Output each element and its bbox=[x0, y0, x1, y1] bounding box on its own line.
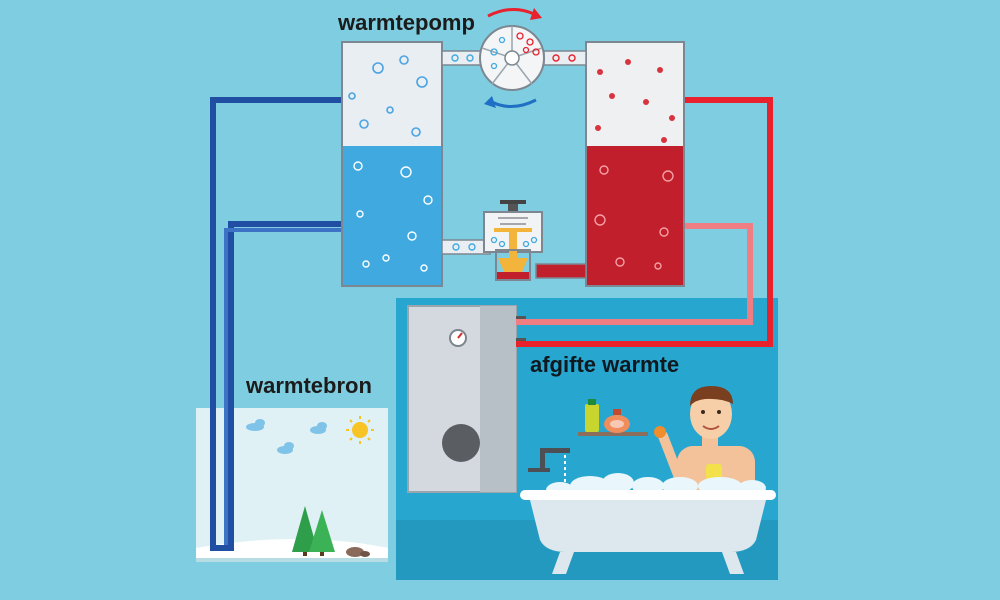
compressor-icon bbox=[479, 25, 545, 91]
evaporator-tank bbox=[341, 41, 443, 287]
rotation-arrow-icon bbox=[484, 96, 537, 108]
rock-icon bbox=[346, 547, 370, 557]
water-boiler bbox=[407, 305, 526, 493]
sun-icon bbox=[346, 416, 374, 444]
soap-icon bbox=[604, 409, 630, 433]
heat-output-bathroom bbox=[396, 298, 778, 580]
tree-icon bbox=[292, 506, 318, 556]
faucet-icon bbox=[528, 448, 570, 484]
heat-output-label: afgifte warmte bbox=[530, 352, 680, 377]
expansion-valve-icon bbox=[483, 200, 543, 281]
cloud-icon bbox=[310, 422, 327, 434]
heat-source-label: warmtebron bbox=[246, 373, 372, 398]
refrigerant-lines bbox=[441, 50, 587, 279]
heat-pump-label: warmtepomp bbox=[338, 10, 475, 35]
cloud-icon bbox=[277, 442, 294, 454]
tree-icon bbox=[309, 510, 335, 556]
bathtub-icon bbox=[520, 490, 776, 574]
cloud-icon bbox=[246, 419, 265, 431]
condenser-tank bbox=[585, 41, 685, 287]
thermometer-dial-icon bbox=[449, 329, 467, 347]
shampoo-bottle-icon bbox=[585, 399, 599, 432]
rotation-arrow-icon bbox=[487, 8, 542, 20]
